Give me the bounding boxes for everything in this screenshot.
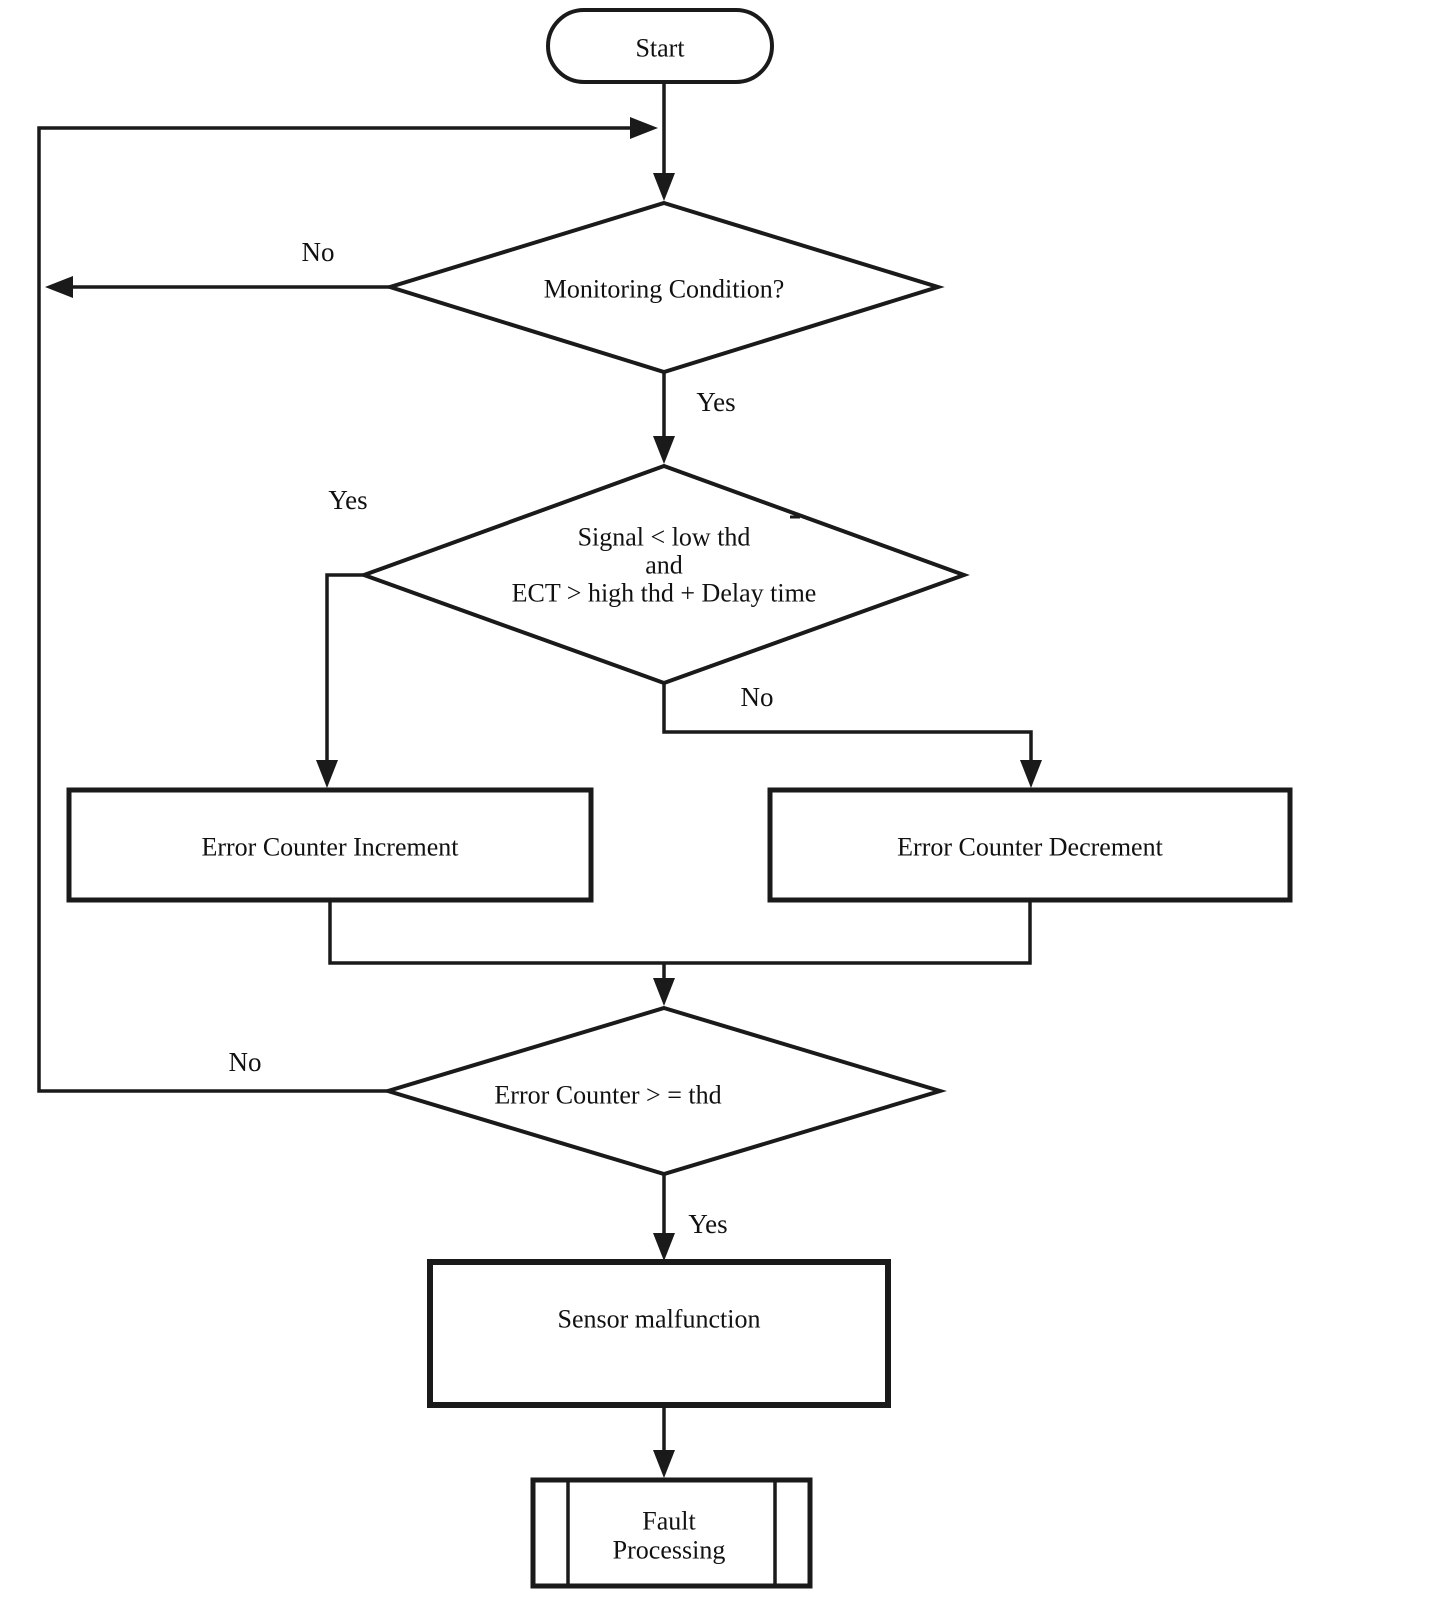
edge-feedback-loop: [37, 126, 633, 1093]
arrowhead-into-threshold-icon: [653, 978, 675, 1006]
start-label: Start: [635, 34, 685, 63]
node-error-counter-threshold: Error Counter > = thd: [381, 1005, 947, 1177]
node-start: Start: [546, 8, 774, 84]
monitoring-label: Monitoring Condition?: [544, 275, 785, 304]
increment-label: Error Counter Increment: [201, 833, 459, 862]
arrowhead-into-sensor-icon: [653, 1233, 675, 1261]
node-signal-check: Signal < low thd and ECT > high thd + De…: [358, 463, 970, 686]
label-threshold-no: No: [229, 1047, 262, 1077]
node-fault-processing: Fault Processing: [530, 1477, 813, 1589]
threshold-decision-shape: [381, 1005, 947, 1177]
monitoring-decision-shape: [383, 200, 945, 375]
arrowhead-monitoring-no-icon: [45, 276, 73, 298]
arrowhead-into-signal-check-icon: [653, 436, 675, 464]
label-signal-no: No: [741, 682, 774, 712]
node-error-counter-increment: Error Counter Increment: [66, 787, 594, 903]
increment-process-shape: [66, 787, 594, 903]
fault-predefined-shape: [530, 1477, 813, 1589]
signal-check-line1: Signal < low thd: [578, 523, 751, 552]
edge-labels: No Yes Yes No No Yes: [229, 237, 774, 1239]
label-signal-yes: Yes: [328, 485, 367, 515]
edge-signal-no: [662, 683, 1033, 763]
node-monitoring-condition: Monitoring Condition?: [383, 200, 945, 375]
edge-signal-yes: [325, 573, 364, 763]
decrement-label: Error Counter Decrement: [897, 833, 1163, 862]
start-terminator-shape: [546, 8, 774, 84]
node-error-counter-decrement: Error Counter Decrement: [767, 787, 1293, 903]
node-sensor-malfunction: Sensor malfunction: [427, 1259, 891, 1408]
sensor-malfunction-label: Sensor malfunction: [558, 1305, 761, 1334]
threshold-label: Error Counter > = thd: [494, 1081, 721, 1110]
arrowhead-into-monitoring-icon: [653, 173, 675, 201]
label-threshold-yes: Yes: [688, 1209, 727, 1239]
decrement-process-shape: [767, 787, 1293, 903]
fault-line2: Processing: [613, 1536, 726, 1565]
label-monitoring-yes: Yes: [696, 387, 735, 417]
sensor-malfunction-shape: [427, 1259, 891, 1408]
edges: [37, 82, 1042, 1478]
fault-line1: Fault: [642, 1507, 696, 1536]
edge-merge: [328, 900, 1032, 965]
arrowhead-into-increment-icon: [316, 760, 338, 788]
label-monitoring-no: No: [302, 237, 335, 267]
arrowhead-feedback-into-spine-icon: [630, 117, 658, 139]
signal-check-line2: and: [645, 551, 683, 580]
arrowhead-into-fault-icon: [653, 1450, 675, 1478]
signal-check-decision-shape: [358, 463, 970, 686]
arrowhead-into-decrement-icon: [1020, 760, 1042, 788]
signal-check-line3: ECT > high thd + Delay time: [512, 579, 817, 608]
